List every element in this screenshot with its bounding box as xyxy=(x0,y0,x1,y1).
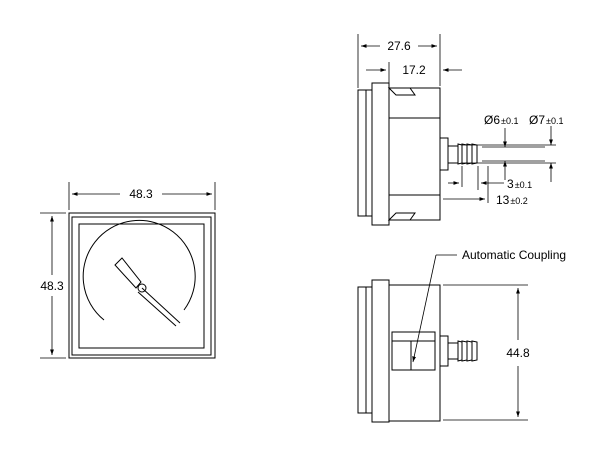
pointer-needle xyxy=(141,287,181,324)
dim-side-depth-body: 17.2 xyxy=(366,62,462,84)
dial-scale-arc xyxy=(82,219,196,321)
barb-3 xyxy=(466,143,473,165)
dim-diameters: Ø6±0.1 Ø7±0.1 xyxy=(462,113,563,182)
fitting-length-short-label: 3±0.1 xyxy=(507,177,532,191)
side-view-bottom xyxy=(357,279,478,423)
dim-front-height: 48.3 xyxy=(40,212,66,359)
side-depth-total-label: 27.6 xyxy=(387,39,411,53)
fitting-length-long-label: 13±0.2 xyxy=(496,193,528,207)
side-view-top xyxy=(357,82,478,226)
front-width-label: 48.3 xyxy=(129,187,153,201)
dim-bottom-height: 44.8 xyxy=(443,284,530,421)
side-bezel xyxy=(357,89,373,217)
fitting-neck xyxy=(447,145,459,164)
bottom-fitting-neck xyxy=(447,342,459,360)
bottom-flange xyxy=(371,279,390,423)
bottom-height-label: 44.8 xyxy=(506,346,530,360)
front-inner-frame xyxy=(71,216,212,356)
bottom-tab xyxy=(387,212,416,221)
outer-diameter-label: Ø7±0.1 xyxy=(529,113,563,127)
bottom-bezel xyxy=(357,286,373,414)
coupling-leader: Automatic Coupling xyxy=(412,248,566,363)
dim-side-depth-total: 27.6 xyxy=(357,34,441,88)
side-flange xyxy=(371,82,390,226)
automatic-coupling-slot xyxy=(391,331,436,371)
pointer-hub xyxy=(137,283,147,293)
top-tab xyxy=(387,87,416,96)
front-view xyxy=(68,212,216,359)
front-outer-frame xyxy=(68,212,216,359)
bottom-case xyxy=(388,284,441,422)
inner-diameter-label: Ø6±0.1 xyxy=(484,113,518,127)
barb-2 xyxy=(461,143,468,165)
dim-fitting-lengths: 3±0.1 13±0.2 xyxy=(443,166,532,207)
dim-front-width: 48.3 xyxy=(68,182,216,210)
side-depth-body-label: 17.2 xyxy=(402,63,426,77)
barb-1 xyxy=(457,143,463,165)
pointer-needle-edge xyxy=(137,291,177,327)
barb-4 xyxy=(471,143,478,165)
bottom-fitting-base xyxy=(439,335,449,367)
pointer-tail xyxy=(114,257,142,289)
fitting-base xyxy=(439,137,449,171)
front-dial-window xyxy=(78,223,205,349)
side-case xyxy=(388,87,441,221)
front-height-label: 48.3 xyxy=(40,279,64,293)
automatic-coupling-label: Automatic Coupling xyxy=(462,248,566,262)
